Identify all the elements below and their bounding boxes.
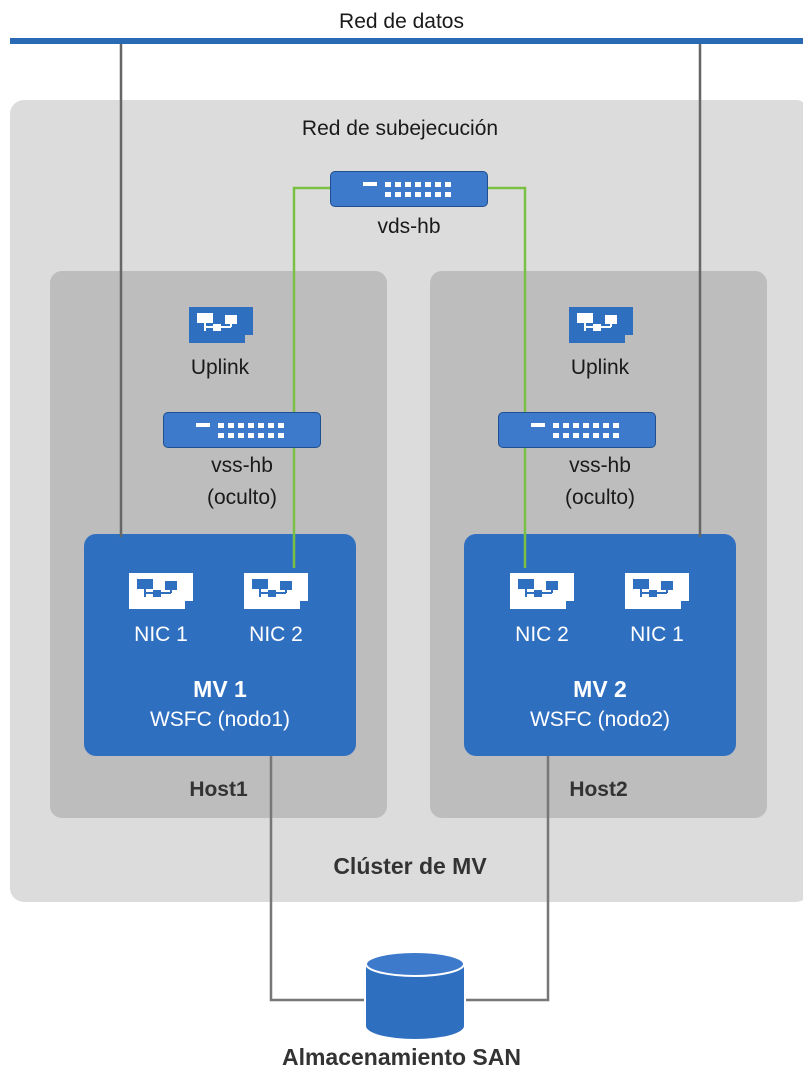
- vm2-nic1-label: NIC 1: [630, 623, 684, 646]
- vm2-nic2-icon: [508, 571, 576, 617]
- database-cylinder-icon: [364, 950, 466, 1042]
- vm1-box: [84, 534, 356, 756]
- data-network-label: Red de datos: [339, 10, 464, 33]
- host1-label: Host1: [189, 778, 248, 801]
- uplink2-label: Uplink: [570, 356, 630, 379]
- vm1-role: WSFC (nodo1): [149, 708, 291, 731]
- data-network-bar: [10, 38, 803, 44]
- vss1-hidden-label: (oculto): [206, 486, 278, 509]
- storage-link-vm2: [466, 756, 550, 1002]
- vm2-nic1-icon: [623, 571, 691, 617]
- storage-label: Almacenamiento SAN: [281, 1044, 521, 1070]
- vm1-nic2-label: NIC 2: [249, 623, 303, 646]
- vm1-nic1-icon: [127, 571, 195, 617]
- vm2-box: [464, 534, 736, 756]
- vm2-nic2-label: NIC 2: [515, 623, 569, 646]
- vds-label: vds-hb: [377, 215, 441, 238]
- network-switch-icon: [330, 171, 488, 207]
- heartbeat-link-left: [292, 186, 332, 568]
- vm1-nic2-icon: [242, 571, 310, 617]
- vss1-switch-icon: [163, 412, 321, 448]
- vm2-role: WSFC (nodo2): [529, 708, 671, 731]
- heartbeat-link-right: [485, 186, 527, 568]
- vm2-name: MV 2: [573, 676, 627, 702]
- uplink2-nic-icon: [567, 305, 635, 351]
- vss2-label: vss-hb: [569, 454, 631, 477]
- vss1-label: vss-hb: [211, 454, 273, 477]
- vm1-nic1-label: NIC 1: [134, 623, 188, 646]
- vm1-name: MV 1: [193, 676, 247, 702]
- vss2-hidden-label: (oculto): [564, 486, 636, 509]
- uplink1-nic-icon: [187, 305, 255, 351]
- cluster-label: Clúster de MV: [333, 853, 487, 879]
- host2-label: Host2: [569, 778, 628, 801]
- storage-link-vm1: [269, 756, 364, 1002]
- heartbeat-network-label: Red de subejecución: [301, 117, 499, 140]
- vss2-switch-icon: [498, 412, 656, 448]
- uplink1-label: Uplink: [190, 356, 250, 379]
